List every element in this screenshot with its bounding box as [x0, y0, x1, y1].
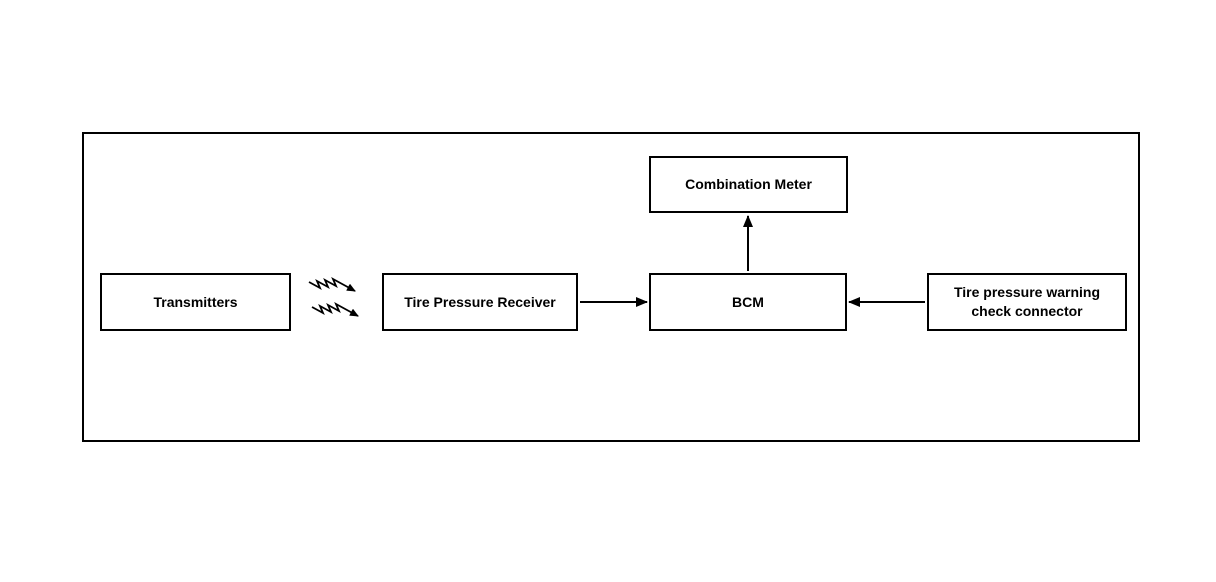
node-tire-pressure-receiver-label: Tire Pressure Receiver [404, 293, 556, 310]
node-tire-pressure-receiver: Tire Pressure Receiver [382, 273, 578, 331]
node-tire-pressure-warning-check-connector: Tire pressure warning check connector [927, 273, 1127, 331]
node-bcm-label: BCM [732, 293, 764, 310]
node-transmitters: Transmitters [100, 273, 291, 331]
node-transmitters-label: Transmitters [153, 293, 238, 310]
node-tire-pressure-warning-check-connector-label: Tire pressure warning check connector [953, 284, 1100, 319]
node-combination-meter: Combination Meter [649, 156, 848, 213]
node-bcm: BCM [649, 273, 847, 331]
node-combination-meter-label: Combination Meter [685, 176, 812, 193]
